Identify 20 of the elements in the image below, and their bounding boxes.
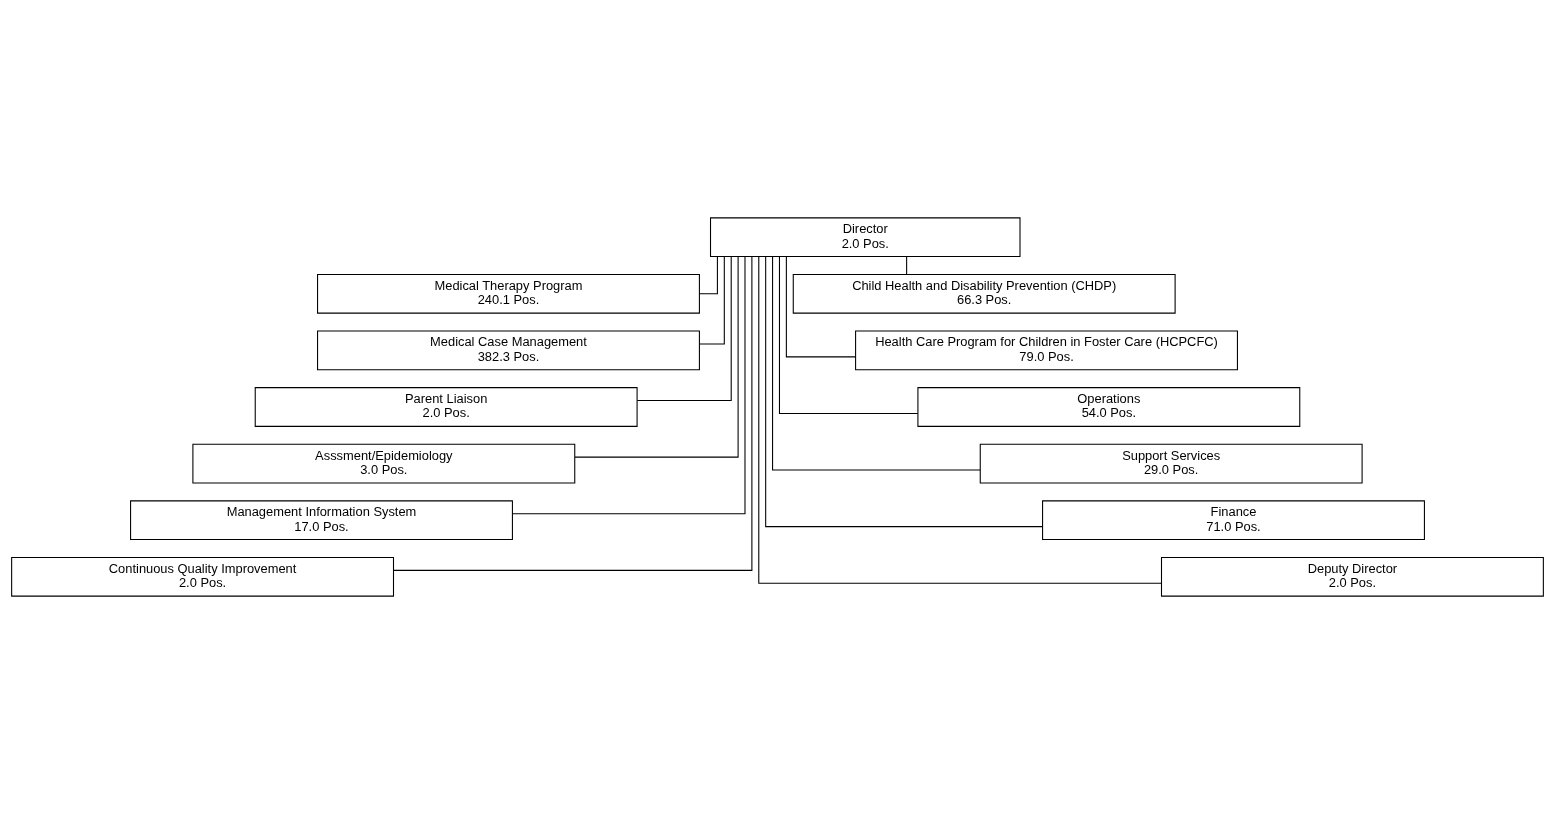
connector bbox=[393, 255, 753, 571]
node-box: Management Information System 17.0 Pos. bbox=[130, 499, 513, 540]
node-box: Asssment/Epidemiology 3.0 Pos. bbox=[192, 443, 576, 483]
node-box: Operations 54.0 Pos. bbox=[917, 386, 1301, 427]
connector bbox=[574, 255, 739, 458]
node-box: Finance 71.0 Pos. bbox=[1042, 499, 1425, 540]
node-box: Continuous Quality Improvement 2.0 Pos. bbox=[11, 556, 395, 597]
connector bbox=[698, 255, 718, 294]
node-box: Parent Liaison 2.0 Pos. bbox=[254, 386, 638, 427]
connector bbox=[511, 255, 746, 514]
connector bbox=[785, 255, 856, 357]
node-box: Child Health and Disability Prevention (CHDP) 66.3 Pos. bbox=[792, 273, 1176, 314]
node-box: Medical Therapy Program 240.1 Pos. bbox=[317, 273, 700, 314]
node-box: Deputy Director 2.0 Pos. bbox=[1160, 556, 1544, 597]
node-box: Medical Case Management 382.3 Pos. bbox=[317, 330, 700, 370]
node-box: Support Services 29.0 Pos. bbox=[979, 443, 1363, 483]
connector bbox=[699, 255, 725, 344]
connector bbox=[636, 255, 732, 401]
node-box: Director 2.0 Pos. bbox=[709, 216, 1021, 257]
node-box: Health Care Program for Children in Foster Care (HCPCFC) 79.0 Pos. bbox=[855, 330, 1238, 370]
